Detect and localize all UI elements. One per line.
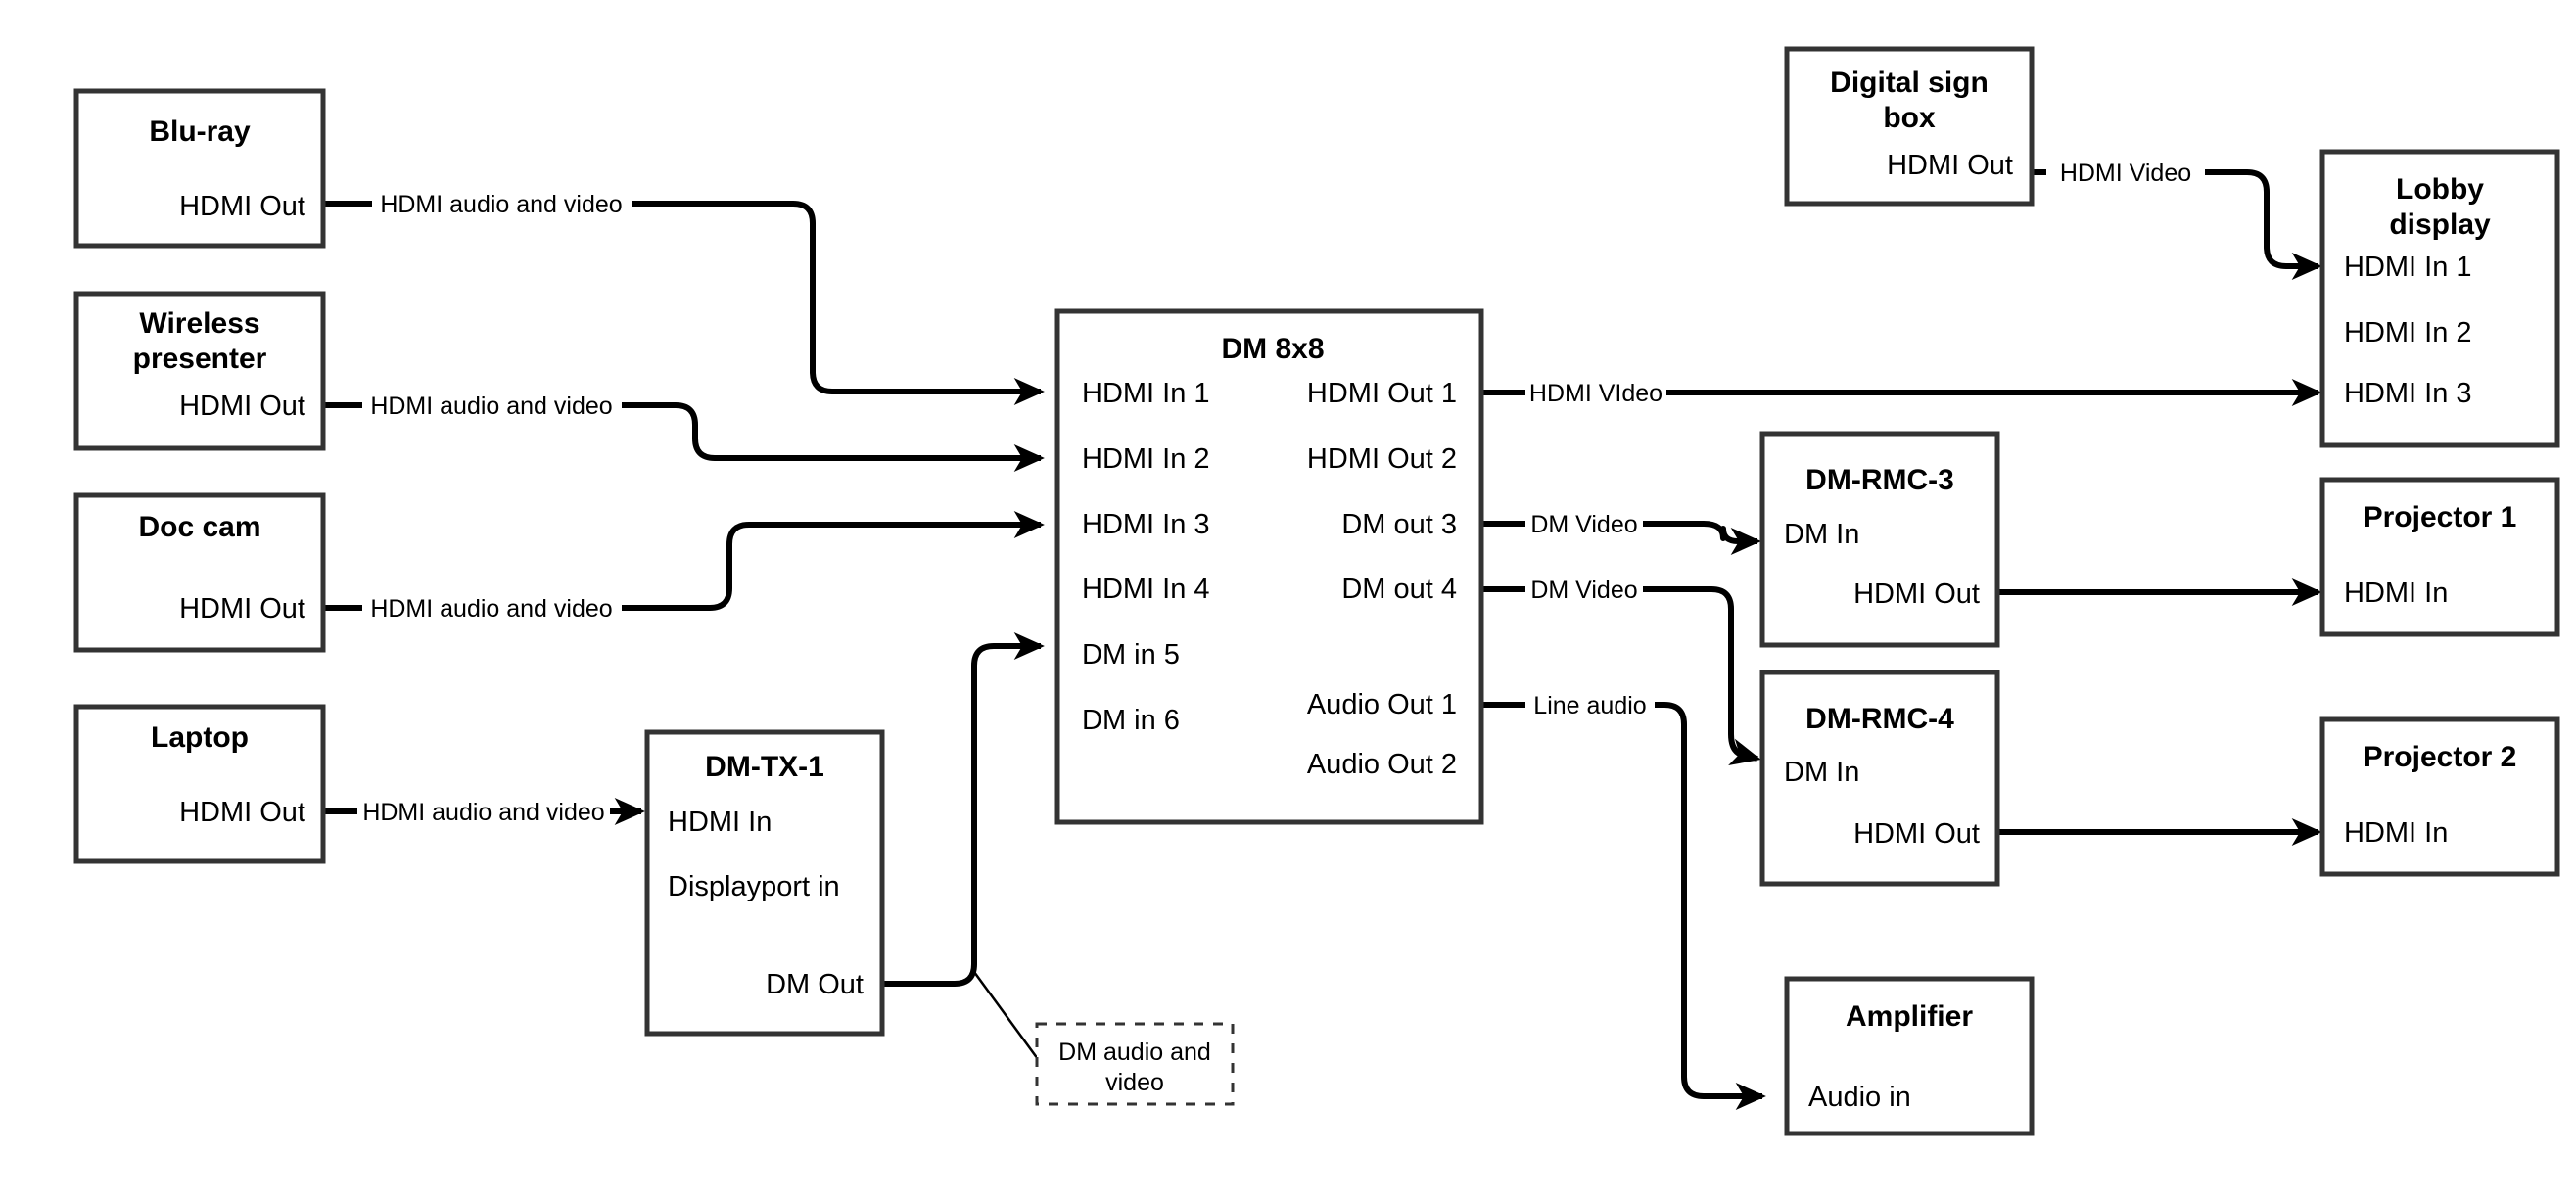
dm-rmc-4-port-hdmi-out: HDMI Out (1853, 818, 1980, 850)
bluray-port-hdmi-out: HDMI Out (179, 191, 305, 222)
lobby-display-box[interactable] (2319, 149, 2560, 448)
node-wireless-presenter[interactable]: Wireless presenter HDMI Out (73, 291, 326, 451)
dm-tx-1-port-dm-out: DM Out (766, 969, 864, 1000)
edge-label-hdmiout1-to-lobby: HDMI VIdeo (1529, 380, 1663, 407)
edge-bluray-to-hdmi-in-1 (323, 201, 1041, 392)
dm-8x8-output-hdmi-out-2: HDMI Out 2 (1307, 443, 1457, 475)
edge-labels-layer: HDMI audio and video HDMI audio and vide… (362, 160, 2191, 826)
digital-sign-box-box[interactable] (1784, 46, 2035, 207)
dm-8x8-input-hdmi-in-1: HDMI In 1 (1082, 378, 1210, 409)
dm-rmc-4-box[interactable] (1759, 670, 2000, 887)
dm-8x8-title: DM 8x8 (1221, 333, 1324, 365)
laptop-port-hdmi-out: HDMI Out (179, 797, 305, 828)
edge-label-doccam-to-in3: HDMI audio and video (370, 595, 612, 623)
digital-sign-box-title-line1: Digital sign (1830, 67, 1989, 99)
doc-cam-port-hdmi-out: HDMI Out (179, 593, 305, 624)
node-bluray[interactable]: Blu-ray HDMI Out (73, 88, 326, 249)
wireless-presenter-title-line2: presenter (133, 343, 267, 375)
dm-rmc-3-box[interactable] (1759, 431, 2000, 648)
bluray-box[interactable] (73, 88, 326, 249)
amplifier-port-audio-in: Audio in (1808, 1082, 1911, 1113)
wireless-presenter-box[interactable] (73, 291, 326, 451)
dm-8x8-input-hdmi-in-4: HDMI In 4 (1082, 574, 1210, 605)
dm-8x8-input-dm-in-5: DM in 5 (1082, 639, 1180, 670)
dm-tx-1-port-hdmi-in: HDMI In (668, 807, 772, 838)
projector-1-box[interactable] (2319, 477, 2560, 637)
dm-tx-1-port-displayport-in: Displayport in (668, 871, 840, 902)
lobby-display-port-hdmi-in-3: HDMI In 3 (2344, 378, 2472, 409)
dm-8x8-box[interactable] (1054, 308, 1484, 825)
edge-wireless-to-hdmi-in-2 (323, 402, 1041, 458)
dm-8x8-output-dm-out-4: DM out 4 (1341, 574, 1457, 605)
edge-dm-out-3-to-dmrmc3 (1481, 524, 1757, 541)
node-dm-8x8[interactable]: DM 8x8 HDMI In 1 HDMI In 2 HDMI In 3 HDM… (1054, 308, 1484, 825)
dm-8x8-input-hdmi-in-3: HDMI In 3 (1082, 509, 1210, 540)
dm-8x8-output-audio-out-2: Audio Out 2 (1307, 749, 1457, 780)
projector-2-title: Projector 2 (2364, 741, 2517, 773)
projector-1-port-hdmi-in: HDMI In (2344, 577, 2448, 609)
wireless-presenter-title-line1: Wireless (139, 307, 259, 340)
node-lobby-display[interactable]: Lobby display HDMI In 1 HDMI In 2 HDMI I… (2319, 149, 2560, 448)
edge-dmtx1-dmout-to-dm-in-5 (882, 631, 1045, 987)
dm-tx-1-title: DM-TX-1 (705, 751, 824, 783)
edge-label-bluray-to-in1: HDMI audio and video (380, 191, 622, 218)
dm-rmc-3-port-dm-in: DM In (1784, 519, 1859, 550)
node-dm-tx-1[interactable]: DM-TX-1 HDMI In Displayport in DM Out (644, 729, 885, 1037)
bluray-title: Blu-ray (149, 115, 251, 148)
doc-cam-box[interactable] (73, 492, 326, 653)
digital-sign-box-title-line2: box (1883, 102, 1936, 134)
node-dm-rmc-4[interactable]: DM-RMC-4 DM In HDMI Out (1759, 670, 2000, 887)
node-projector-1[interactable]: Projector 1 HDMI In (2319, 477, 2560, 637)
projector-2-box[interactable] (2319, 716, 2560, 877)
laptop-box[interactable] (73, 704, 326, 864)
annotation-dm-audio-and-video: DM audio and video (1035, 1022, 1235, 1106)
amplifier-box[interactable] (1784, 976, 2035, 1136)
dm-rmc-4-title: DM-RMC-4 (1805, 703, 1954, 735)
node-projector-2[interactable]: Projector 2 HDMI In (2319, 716, 2560, 877)
edge-label-dmout4-to-rmc4: DM Video (1530, 577, 1637, 604)
lobby-display-title-line2: display (2389, 208, 2491, 241)
dm-8x8-input-dm-in-6: DM in 6 (1082, 705, 1180, 736)
laptop-title: Laptop (151, 721, 249, 754)
dm-audio-video-note-line2: video (1105, 1069, 1164, 1096)
edge-label-wireless-to-in2: HDMI audio and video (370, 393, 612, 420)
dm-audio-video-note-box (1035, 1022, 1235, 1106)
lobby-display-port-hdmi-in-1: HDMI In 1 (2344, 252, 2472, 283)
amplifier-title: Amplifier (1846, 1000, 1973, 1033)
node-amplifier[interactable]: Amplifier Audio in (1784, 976, 2035, 1136)
dm-rmc-3-title: DM-RMC-3 (1805, 464, 1954, 496)
projector-1-title: Projector 1 (2364, 501, 2517, 533)
edge-doccam-to-hdmi-in-3 (323, 525, 1041, 611)
doc-cam-title: Doc cam (138, 511, 260, 543)
node-doc-cam[interactable]: Doc cam HDMI Out (73, 492, 326, 653)
leader-dm-audio-video-note (972, 971, 1040, 1060)
edge-label-sign-to-lobby: HDMI Video (2060, 160, 2191, 187)
edge-audio-out-1-to-amplifier (1481, 702, 1762, 1096)
lobby-display-title-line1: Lobby (2396, 173, 2484, 206)
dm-8x8-output-audio-out-1: Audio Out 1 (1307, 689, 1457, 720)
dm-tx-1-box[interactable] (644, 729, 885, 1037)
edge-label-dmout3-to-rmc3: DM Video (1530, 511, 1637, 538)
dm-8x8-output-hdmi-out-1: HDMI Out 1 (1307, 378, 1457, 409)
lobby-display-port-hdmi-in-2: HDMI In 2 (2344, 317, 2472, 348)
dm-rmc-4-port-dm-in: DM In (1784, 757, 1859, 788)
dm-8x8-input-hdmi-in-2: HDMI In 2 (1082, 443, 1210, 475)
digital-sign-box-port-hdmi-out: HDMI Out (1887, 150, 2013, 181)
dm-rmc-3-port-hdmi-out: HDMI Out (1853, 578, 1980, 610)
dm-8x8-output-dm-out-3: DM out 3 (1341, 509, 1457, 540)
node-digital-sign-box[interactable]: Digital sign box HDMI Out (1784, 46, 2035, 207)
node-laptop[interactable]: Laptop HDMI Out (73, 704, 326, 864)
dm-audio-video-note-line1: DM audio and (1058, 1039, 1211, 1066)
node-dm-rmc-3[interactable]: DM-RMC-3 DM In HDMI Out (1759, 431, 2000, 648)
wireless-presenter-port-hdmi-out: HDMI Out (179, 391, 305, 422)
edge-dm-out-4-to-dmrmc4 (1481, 586, 1757, 759)
edge-label-audioout1-to-amp: Line audio (1533, 692, 1646, 719)
edge-label-laptop-to-dmtx1: HDMI audio and video (362, 799, 604, 826)
projector-2-port-hdmi-in: HDMI In (2344, 817, 2448, 849)
